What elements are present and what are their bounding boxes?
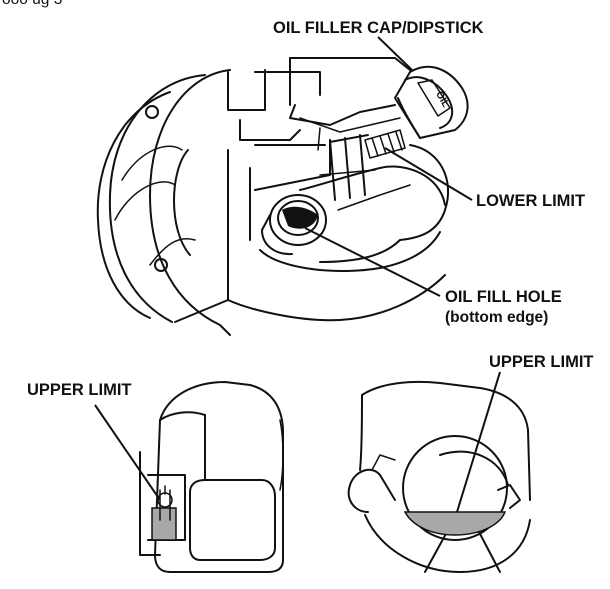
dipstick-thread [364,129,406,159]
leader-oil-filler-cap [377,36,413,71]
starter-housing [96,69,231,326]
section-view-illustration [347,380,531,573]
side-oil-level-fill [151,507,177,541]
engine-body [174,57,450,336]
section-oil-level-fill [403,511,507,536]
label-upper-limit-right: UPPER LIMIT [489,353,594,371]
oil-filler-cap: OIL [394,65,469,139]
leader-upper-limit-right [456,371,501,513]
label-lower-limit: LOWER LIMIT [476,192,585,210]
label-upper-limit-left: UPPER LIMIT [27,381,132,399]
engine-top-illustration: OIL [96,57,469,336]
label-oil-fill-hole: OIL FILL HOLE [445,288,562,306]
label-oil-filler-cap: OIL FILLER CAP/DIPSTICK [273,19,484,37]
oil-fill-hole [261,194,327,256]
label-oil-fill-hole-note: (bottom edge) [445,309,548,326]
top-text-fragment: ooo ug 3 [2,0,62,8]
leader-upper-limit-left [94,404,161,501]
leader-oil-fill-hole [304,227,441,297]
side-view-illustration [139,381,284,573]
leader-lower-limit [384,147,473,201]
